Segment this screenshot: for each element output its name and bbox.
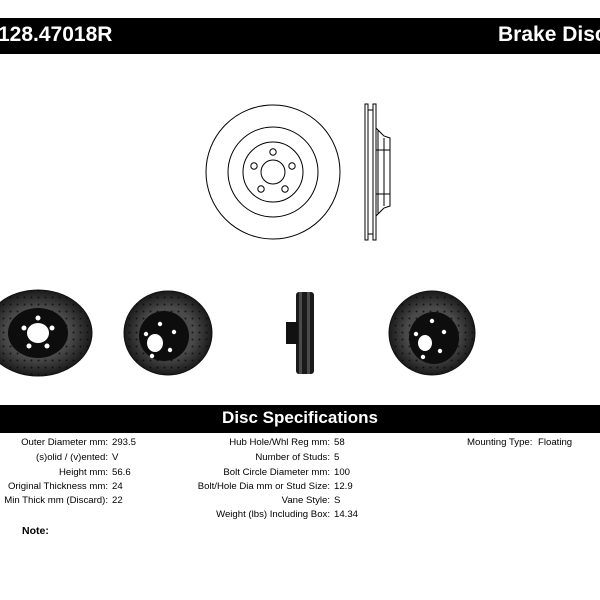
part-number: 128.47018R <box>0 23 113 46</box>
spec-value: 58 <box>334 437 345 448</box>
spec-value: V <box>112 452 119 463</box>
spec-value: S <box>334 495 341 506</box>
spec-value: 293.5 <box>112 437 137 448</box>
spec-label: Bolt Circle Diameter mm: <box>223 467 330 478</box>
spec-label: Min Thick mm (Discard): <box>4 495 108 506</box>
spec-label: Vane Style: <box>281 495 330 506</box>
spec-label: Hub Hole/Whl Reg mm: <box>229 437 330 448</box>
spec-value: 100 <box>334 467 351 478</box>
spec-label: Original Thickness mm: <box>7 481 108 492</box>
spec-label: (s)olid / (v)ented: <box>36 452 108 463</box>
rotor-photo-4 <box>388 290 476 376</box>
spec-value: 12.9 <box>334 481 353 492</box>
spec-value: 22 <box>112 495 123 506</box>
rotor-photo-3-side <box>286 292 314 374</box>
header-title: Brake Disc <box>498 23 600 46</box>
spec-value: 5 <box>334 452 340 463</box>
note-label: Note: <box>22 525 49 537</box>
spec-label: Number of Studs: <box>255 452 330 463</box>
spec-value: Floating <box>538 437 573 448</box>
spec-label: Mounting Type: <box>467 437 533 448</box>
spec-label: Bolt/Hole Dia mm or Stud Size: <box>197 481 330 492</box>
spec-label: Outer Diameter mm: <box>21 437 108 448</box>
specs-title-bar: Disc Specifications <box>0 405 600 433</box>
spec-label: Height mm: <box>58 467 108 478</box>
rotor-photo-1 <box>0 289 93 377</box>
spec-value: 56.6 <box>112 467 131 478</box>
header-bar: 128.47018R Brake Disc <box>0 18 600 54</box>
spec-value: 24 <box>112 481 123 492</box>
rotor-photo-2 <box>123 290 213 376</box>
spec-label: Weight (lbs) Including Box: <box>216 509 330 520</box>
specs-title: Disc Specifications <box>222 408 378 427</box>
spec-value: 14.34 <box>334 509 359 520</box>
